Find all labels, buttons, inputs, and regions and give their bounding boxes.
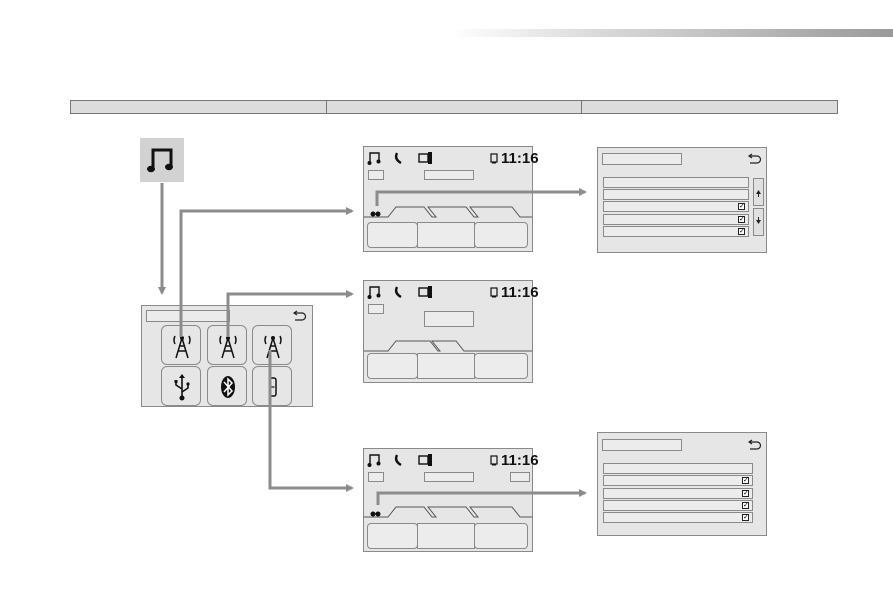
radio-screen-2: 11:16 bbox=[363, 280, 539, 383]
station-name-field bbox=[424, 170, 474, 180]
music-note-icon bbox=[369, 152, 380, 163]
checkbox-checked-icon[interactable]: ✓ bbox=[738, 216, 745, 223]
bottom-button[interactable] bbox=[474, 523, 528, 549]
station-name-field bbox=[424, 472, 474, 482]
arrow-radio2-to-screen2 bbox=[226, 290, 354, 337]
list-screen-1: ✓ ✓ ✓ bbox=[597, 147, 767, 253]
checkbox-checked-icon[interactable]: ✓ bbox=[742, 490, 749, 497]
clock: 11:16 bbox=[501, 284, 539, 301]
signal-icon bbox=[490, 455, 498, 466]
bottom-button[interactable] bbox=[367, 523, 418, 549]
list-row[interactable]: ✓ bbox=[603, 500, 753, 511]
checkbox-checked-icon[interactable]: ✓ bbox=[742, 514, 749, 521]
scroll-down-icon bbox=[756, 217, 761, 224]
checkbox-checked-icon[interactable]: ✓ bbox=[738, 228, 745, 235]
column-header-strip bbox=[70, 100, 838, 114]
music-note-icon bbox=[147, 148, 173, 173]
column-header-cell bbox=[327, 101, 583, 113]
back-arrow-icon[interactable] bbox=[291, 310, 307, 322]
checkbox-checked-icon[interactable]: ✓ bbox=[742, 502, 749, 509]
status-icons bbox=[367, 152, 432, 165]
bottom-button[interactable] bbox=[417, 222, 475, 248]
list-title-field bbox=[602, 153, 682, 165]
preset-dot-icon bbox=[370, 211, 376, 217]
music-note-icon bbox=[369, 286, 380, 297]
music-source-button[interactable] bbox=[140, 138, 184, 182]
aux-source-button[interactable] bbox=[252, 366, 292, 406]
info-field bbox=[510, 472, 530, 482]
phone-icon bbox=[394, 286, 402, 299]
checkbox-checked-icon[interactable]: ✓ bbox=[742, 477, 749, 484]
list-row[interactable] bbox=[603, 189, 749, 200]
list-row[interactable] bbox=[603, 463, 753, 474]
arrow-radio1-to-screen1 bbox=[179, 207, 354, 337]
scroll-up-icon bbox=[756, 190, 761, 197]
list-row[interactable]: ✓ bbox=[603, 488, 753, 499]
music-note-icon bbox=[369, 454, 380, 465]
station-name-field bbox=[424, 311, 474, 327]
status-icons bbox=[367, 454, 432, 467]
usb-icon bbox=[174, 374, 190, 401]
header-gradient-bar bbox=[450, 29, 893, 37]
radio-screen-1: 11:16 bbox=[363, 146, 539, 252]
list-row[interactable]: ✓ bbox=[603, 214, 749, 225]
usb-source-button[interactable] bbox=[161, 366, 201, 406]
phone-icon bbox=[394, 454, 402, 467]
list-row[interactable]: ✓ bbox=[603, 201, 749, 212]
list-row[interactable]: ✓ bbox=[603, 475, 753, 486]
list-row[interactable]: ✓ bbox=[603, 512, 753, 523]
radio-tower-icon bbox=[264, 335, 282, 359]
phone-icon bbox=[394, 152, 402, 165]
preset-tabs bbox=[364, 340, 532, 352]
bluetooth-source-button[interactable] bbox=[207, 366, 247, 406]
checkbox-checked-icon[interactable]: ✓ bbox=[738, 203, 745, 210]
signal-icon bbox=[490, 287, 498, 298]
bluetooth-icon bbox=[221, 376, 235, 398]
back-arrow-icon[interactable] bbox=[746, 439, 762, 451]
preset-tabs bbox=[364, 506, 532, 518]
list-row[interactable]: ✓ bbox=[603, 226, 749, 237]
list-row[interactable] bbox=[603, 177, 749, 188]
arrow-screen3-to-list2 bbox=[376, 489, 587, 505]
radio-tower-icon bbox=[219, 335, 237, 359]
scroll-up-button[interactable] bbox=[753, 178, 764, 206]
band-field bbox=[368, 472, 384, 482]
signal-icon bbox=[490, 153, 498, 164]
back-arrow-icon[interactable] bbox=[746, 153, 762, 165]
radio-screen-3: 11:16 bbox=[363, 448, 539, 552]
bottom-button[interactable] bbox=[417, 523, 475, 549]
radio-source-button-3[interactable] bbox=[252, 325, 292, 365]
preset-dot-icon bbox=[370, 511, 376, 517]
bottom-button[interactable] bbox=[367, 222, 418, 248]
scroll-down-button[interactable] bbox=[753, 208, 764, 236]
status-icons bbox=[367, 286, 432, 299]
arrow-radio3-to-screen3 bbox=[268, 350, 354, 492]
bottom-button[interactable] bbox=[474, 222, 528, 248]
band-field bbox=[368, 170, 384, 180]
bottom-button[interactable] bbox=[367, 353, 418, 379]
list-screen-2: ✓ ✓ ✓ ✓ bbox=[597, 432, 767, 536]
column-header-cell bbox=[71, 101, 327, 113]
clock: 11:16 bbox=[501, 452, 539, 469]
band-field bbox=[368, 304, 384, 314]
list-title-field bbox=[602, 439, 682, 451]
arrow-screen1-to-list1 bbox=[375, 188, 587, 206]
preset-tabs bbox=[364, 206, 532, 218]
bottom-button[interactable] bbox=[474, 353, 528, 379]
clock: 11:16 bbox=[501, 150, 539, 167]
